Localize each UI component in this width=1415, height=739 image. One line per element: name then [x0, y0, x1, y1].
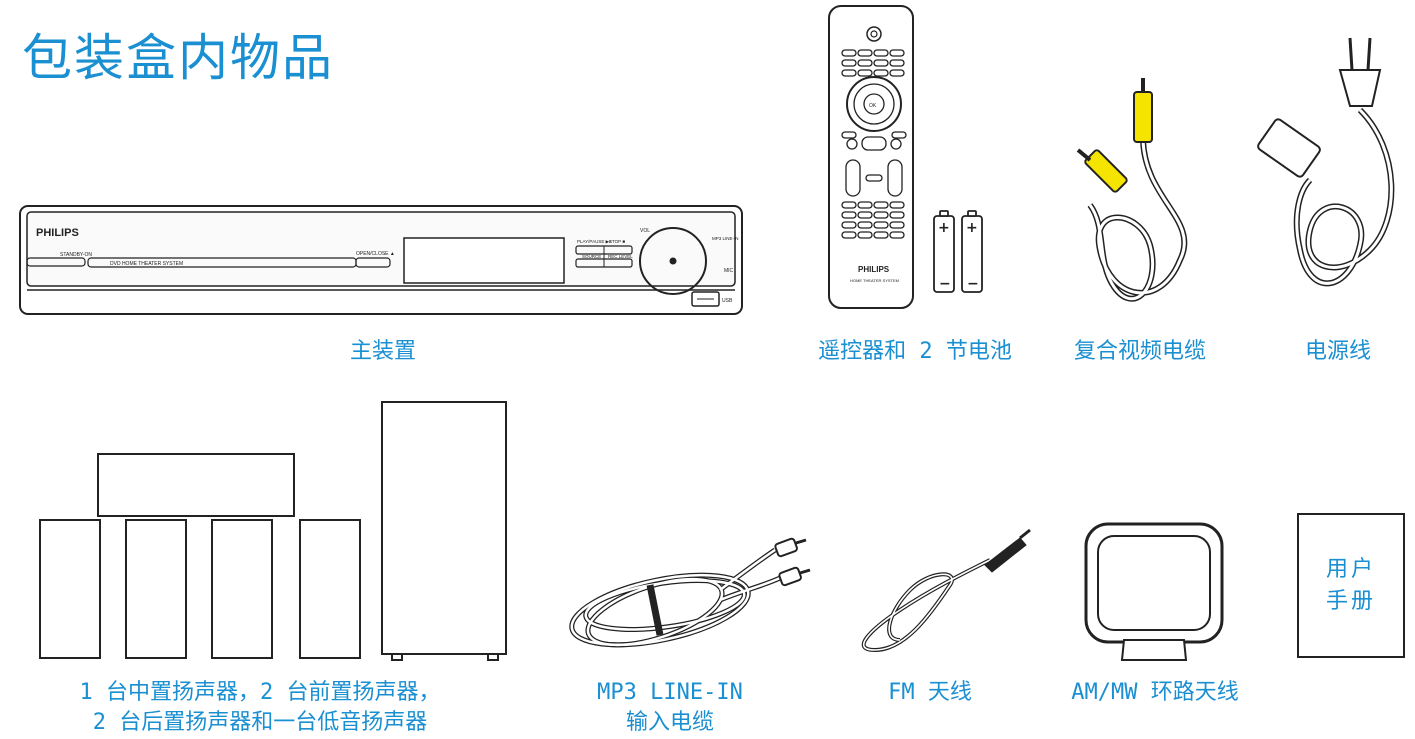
usb-label: USB — [722, 298, 733, 304]
speakers-caption-line1: 1 台中置扬声器，2 台前置扬声器， — [79, 680, 441, 705]
main-unit-illustration — [19, 205, 743, 315]
battery-plus-sign: + — [938, 220, 950, 236]
remote-model-text: HOME THEATER SYSTEM — [850, 278, 899, 283]
standby-label: STANDBY-ON — [60, 252, 92, 258]
user-manual-illustration: 用户 手册 — [1297, 513, 1405, 658]
battery-minus-sign: − — [967, 276, 979, 292]
am-antenna-caption: AM/MW 环路天线 — [1071, 680, 1239, 705]
speakers-illustration — [39, 401, 507, 661]
play-pause-label: PLAY/PAUSE ▶II — [577, 239, 612, 244]
mp3-cable-caption-line1: MP3 LINE-IN — [597, 680, 743, 705]
user-manual-label-line1: 用户 — [1325, 556, 1376, 582]
remote-illustration — [828, 5, 914, 309]
speakers-caption-line2: 2 台后置扬声器和一台低音扬声器 — [92, 710, 428, 735]
main-unit-brand: PHILIPS — [36, 227, 79, 239]
user-manual-label-line2: 手册 — [1325, 588, 1376, 614]
batteries-illustration — [933, 210, 983, 293]
page-title: 包装盒内物品 — [22, 29, 334, 87]
main-unit-caption: 主装置 — [349, 339, 416, 364]
stop-label: STOP ■ — [609, 239, 625, 244]
mp3-line-in-label: MP3 LINE-IN — [712, 236, 739, 241]
power-cord-caption: 电源线 — [1304, 339, 1371, 364]
composite-cable-illustration — [1076, 78, 1188, 302]
mic-label: MIC — [724, 268, 734, 274]
mp3-cable-illustration — [569, 537, 811, 648]
am-antenna-illustration — [1084, 522, 1224, 661]
remote-ok-label: OK — [869, 103, 877, 109]
rec-level-label: REC LEVEL — [608, 254, 633, 259]
battery-plus-sign: + — [966, 220, 978, 236]
source-label: SOURCE — [582, 254, 601, 259]
fm-antenna-illustration — [861, 528, 1031, 653]
battery-minus-sign: − — [939, 276, 951, 292]
main-unit-model-text: DVD HOME THEATER SYSTEM — [110, 261, 183, 267]
remote-caption: 遥控器和 2 节电池 — [818, 339, 1012, 364]
composite-cable-caption: 复合视频电缆 — [1073, 339, 1206, 364]
open-close-label: OPEN/CLOSE ▲ — [356, 251, 395, 257]
vol-label: VOL — [640, 228, 650, 234]
remote-brand: PHILIPS — [858, 265, 890, 274]
mp3-cable-caption-line2: 输入电缆 — [625, 710, 714, 735]
power-cord-illustration — [1257, 37, 1395, 287]
fm-antenna-caption: FM 天线 — [888, 680, 972, 705]
